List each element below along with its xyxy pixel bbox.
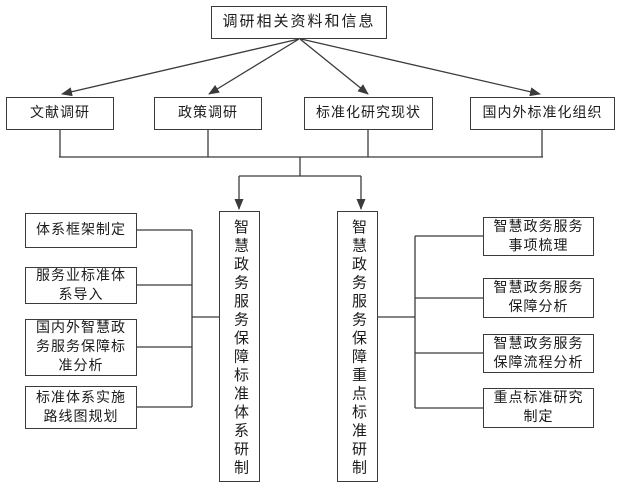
node-literature-survey: 文献调研	[6, 97, 114, 130]
node-research-materials: 调研相关资料和信息	[211, 6, 387, 39]
node-standard-system-development: 智慧政务服务保障标准体系研制	[219, 211, 260, 482]
node-service-standard-import: 服务业标准体系导入	[25, 267, 137, 304]
node-standards-organizations: 国内外标准化组织	[470, 97, 615, 130]
node-service-items-sorting-label: 智慧政务服务事项梳理	[493, 219, 584, 254]
node-service-items-sorting: 智慧政务服务事项梳理	[483, 217, 594, 256]
node-standard-system-development-label: 智慧政务服务保障标准体系研制	[232, 218, 248, 478]
node-key-standards-development-label: 智慧政务服务保障重点标准研制	[350, 218, 366, 478]
node-standardization-status: 标准化研究现状	[304, 97, 433, 130]
node-domestic-foreign-standards-analysis: 国内外智慧政务服务保障标准分析	[25, 319, 137, 376]
node-framework-design-label: 体系框架制定	[36, 223, 126, 238]
node-roadmap-planning: 标准体系实施路线图规划	[25, 386, 137, 429]
node-service-guarantee-analysis: 智慧政务服务保障分析	[483, 278, 594, 318]
node-literature-survey-label: 文献调研	[30, 106, 90, 121]
node-guarantee-process-analysis-label: 智慧政务服务保障流程分析	[493, 336, 584, 371]
node-key-standards-development: 智慧政务服务保障重点标准研制	[337, 211, 378, 482]
node-guarantee-process-analysis: 智慧政务服务保障流程分析	[483, 334, 594, 373]
node-service-standard-import-label: 服务业标准体系导入	[36, 268, 126, 303]
node-framework-design: 体系框架制定	[25, 213, 137, 248]
node-policy-survey-label: 政策调研	[178, 106, 238, 121]
node-service-guarantee-analysis-label: 智慧政务服务保障分析	[493, 281, 584, 315]
node-roadmap-planning-label: 标准体系实施路线图规划	[36, 390, 126, 425]
node-standards-organizations-label: 国内外标准化组织	[482, 106, 603, 121]
node-research-materials-label: 调研相关资料和信息	[222, 14, 376, 30]
node-key-standard-formulation-label: 重点标准研究制定	[493, 391, 584, 425]
node-policy-survey: 政策调研	[154, 97, 262, 130]
node-key-standard-formulation: 重点标准研究制定	[483, 388, 594, 428]
node-domestic-foreign-standards-analysis-label: 国内外智慧政务服务保障标准分析	[36, 321, 126, 374]
node-standardization-status-label: 标准化研究现状	[316, 106, 421, 121]
